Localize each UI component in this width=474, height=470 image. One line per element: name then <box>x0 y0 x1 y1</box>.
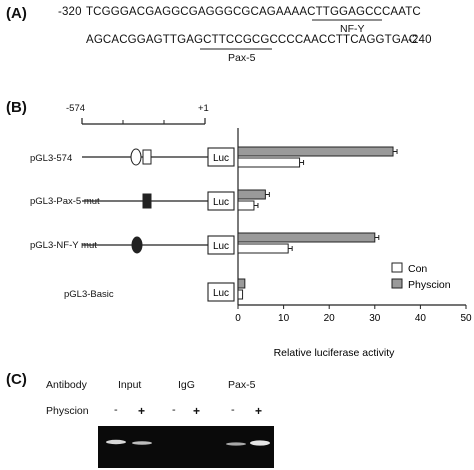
bar-con-3 <box>237 289 244 300</box>
sequence-line-2: AGCACGGAGTTGAGCTTCCGCGCCCCAACCTTCAGGTGAC <box>86 34 418 46</box>
group-label-input: Input <box>118 379 142 391</box>
panel-b-label: (B) <box>6 99 27 116</box>
construct-label-1: pGL3-Pax-5 mut <box>30 196 100 207</box>
seq-start-position: -320 <box>58 6 82 18</box>
x-tick-label-1: 10 <box>278 313 290 324</box>
bar-physcion-1 <box>237 189 266 200</box>
x-tick-label-5: 50 <box>460 313 472 324</box>
scale-right-label: +1 <box>198 103 209 114</box>
gel-band-input-plus <box>132 441 152 445</box>
luc-label-0: Luc <box>213 153 229 164</box>
nf-y-site-mutated <box>131 236 143 254</box>
legend-swatch-physcion <box>391 278 403 289</box>
lane-sign-0: - <box>114 404 118 416</box>
gel-band-pax5-plus <box>250 440 270 446</box>
nf-y-site-wildtype <box>142 149 152 165</box>
construct-label-3: pGL3-Basic <box>64 289 114 300</box>
panel-a-label: (A) <box>6 5 27 22</box>
construct-nf-y-mut <box>82 236 208 254</box>
construct-label-0: pGL3-574 <box>30 153 73 164</box>
luc-label-1: Luc <box>213 197 229 208</box>
x-tick-label-4: 40 <box>415 313 427 324</box>
pax-5-site-wildtype <box>130 148 142 166</box>
scale-left-label: -574 <box>66 103 86 114</box>
legend-label-physcion: Physcion <box>408 279 451 291</box>
group-label-pax5: Pax-5 <box>228 379 256 391</box>
x-tick-label-3: 30 <box>369 313 381 324</box>
luc-label-2: Luc <box>213 241 229 252</box>
construct-label-2: pGL3-NF-Y mut <box>30 240 97 251</box>
physcion-row-label: Physcion <box>46 405 89 417</box>
luc-box-0: Luc <box>207 147 235 167</box>
x-tick-label-2: 20 <box>324 313 336 324</box>
bar-physcion-0 <box>237 146 394 157</box>
group-label-igg: IgG <box>178 379 195 391</box>
bar-physcion-3 <box>237 278 246 289</box>
lane-sign-1: + <box>138 404 146 418</box>
nf-y-site-label: NF-Y <box>340 23 365 35</box>
lane-sign-5: + <box>255 404 263 418</box>
seq-end-position: -240 <box>408 34 432 46</box>
construct-pgl3-574 <box>82 148 208 166</box>
luc-label-3: Luc <box>213 288 229 299</box>
legend-swatch-con <box>391 262 403 273</box>
gel-band-pax5-minus <box>226 442 246 446</box>
sequence-line-1: TCGGGACGAGGCGAGGGCGCAGAAAACTTGGAGCCCAATC <box>86 6 421 18</box>
bar-con-0 <box>237 157 301 168</box>
bar-physcion-2 <box>237 232 376 243</box>
luc-box-2: Luc <box>207 235 235 255</box>
antibody-label: Antibody <box>46 379 87 391</box>
pax-5-site-mutated <box>142 193 152 209</box>
lane-sign-2: - <box>172 404 176 416</box>
bar-con-1 <box>237 200 255 211</box>
lane-sign-3: + <box>193 404 201 418</box>
x-tick-label-0: 0 <box>235 313 241 324</box>
construct-pax-5-mut <box>82 193 208 209</box>
bar-con-2 <box>237 243 289 254</box>
luc-box-1: Luc <box>207 191 235 211</box>
gel-band-input-minus <box>106 439 126 445</box>
luc-box-3: Luc <box>207 282 235 302</box>
x-axis-label: Relative luciferase activity <box>274 347 396 359</box>
panel-c-label: (C) <box>6 371 27 388</box>
pax-5-site-label: Pax-5 <box>228 52 256 64</box>
lane-sign-4: - <box>231 404 235 416</box>
gel-background <box>98 426 274 468</box>
chip-gel <box>98 426 274 468</box>
legend-label-con: Con <box>408 263 427 275</box>
promoter-scale-bar <box>81 118 206 125</box>
